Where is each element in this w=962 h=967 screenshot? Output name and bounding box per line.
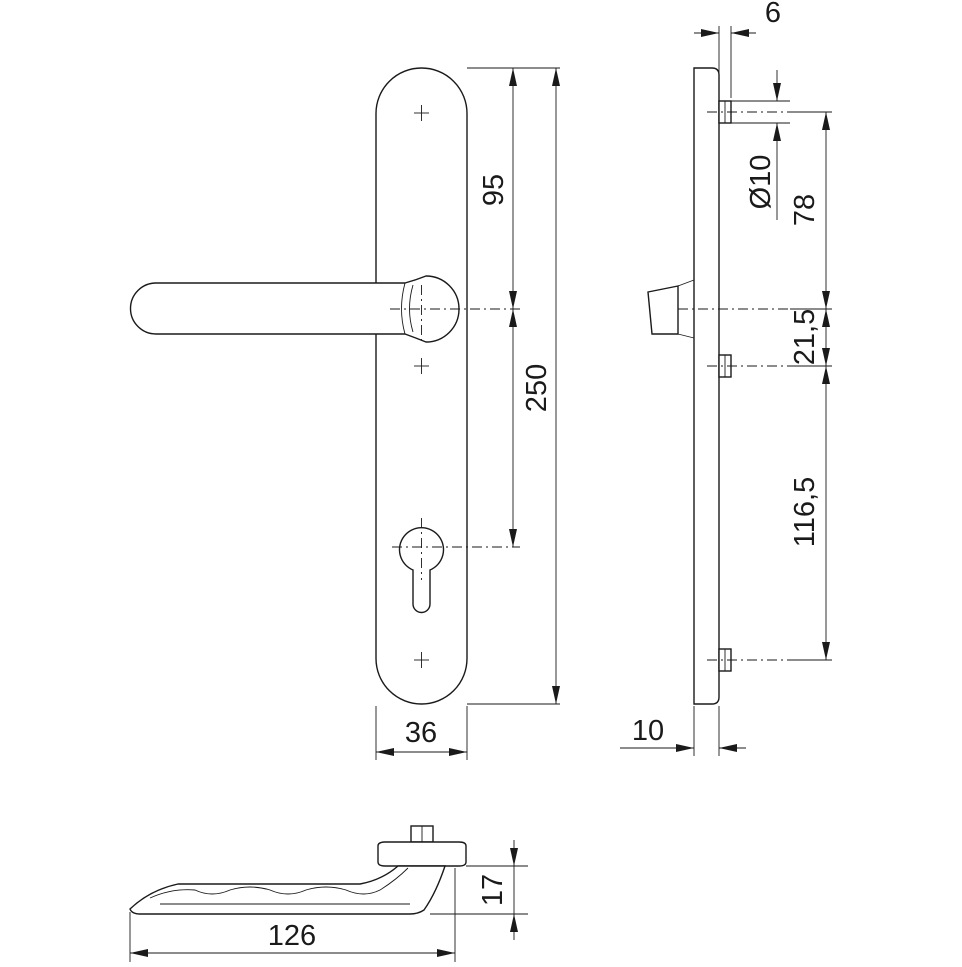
side-view: [647, 67, 790, 705]
side-dimensions: 6 Ø10 78 21,5 116,5 10: [620, 0, 832, 756]
dim-250: 250: [521, 364, 553, 412]
screw-hole-top: [414, 105, 429, 121]
dim-10: 10: [632, 715, 664, 747]
dim-36: 36: [405, 717, 437, 749]
dim-116-5: 116,5: [789, 477, 821, 547]
cylinder-cutout: [398, 527, 445, 614]
dim-126: 126: [268, 920, 316, 952]
escutcheon-plate: [375, 67, 468, 705]
screw-hole-bottom: [414, 652, 429, 668]
top-lever: [129, 865, 446, 915]
front-view: [129, 67, 520, 705]
dim-17: 17: [477, 874, 509, 906]
dim-78: 78: [789, 194, 821, 226]
dim-diameter-10: Ø10: [745, 155, 777, 210]
dim-95: 95: [478, 174, 510, 206]
top-rose: [377, 841, 467, 867]
front-dimensions: 95 250 36: [375, 67, 560, 760]
dim-6: 6: [765, 0, 781, 29]
side-plate: [693, 67, 720, 705]
lever-handle: [129, 275, 460, 343]
top-dimensions: 126 17: [129, 840, 528, 962]
dim-21-5: 21,5: [789, 309, 821, 365]
top-view: [129, 825, 467, 915]
screw-hole-middle: [414, 358, 429, 374]
side-spindle-boss: [647, 285, 679, 335]
